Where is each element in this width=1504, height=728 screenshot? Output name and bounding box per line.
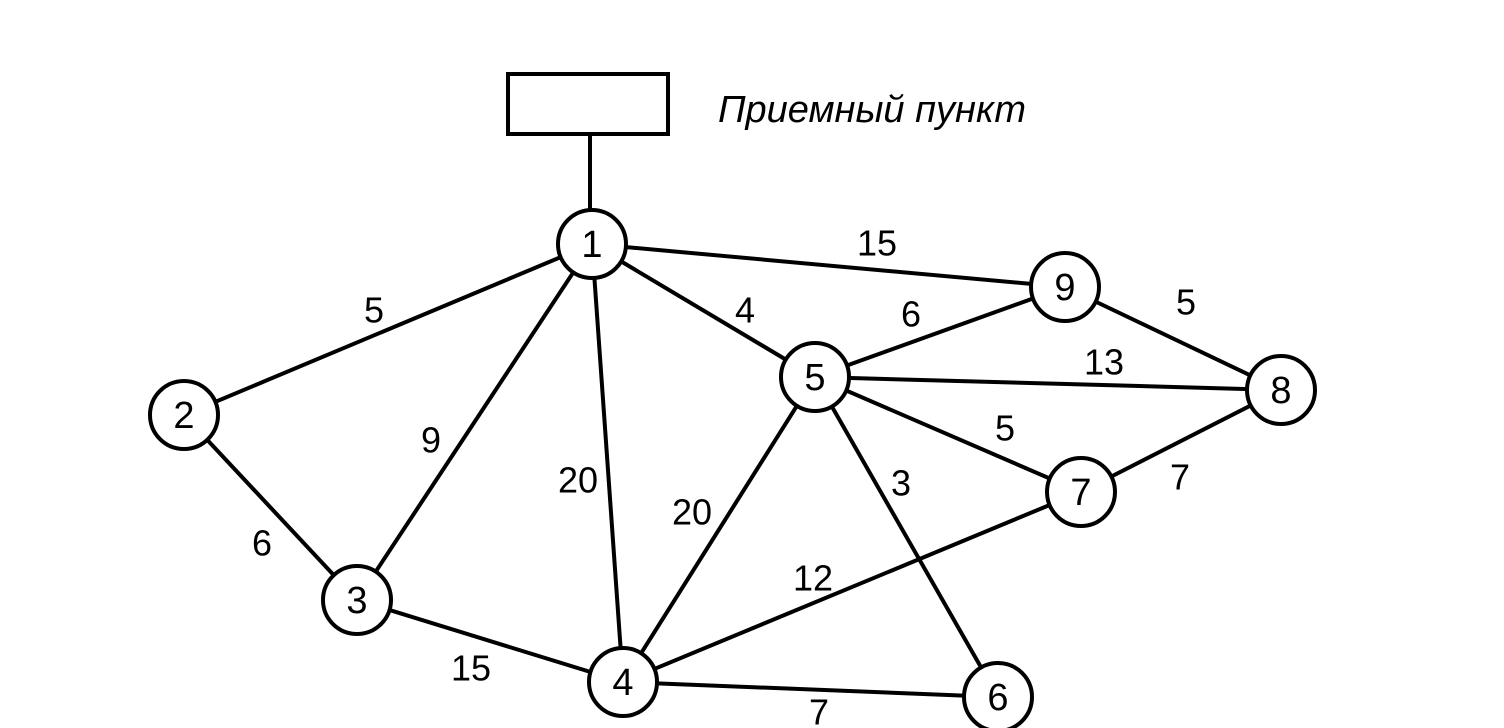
node-7: 7 — [1045, 456, 1117, 528]
edge-5-7 — [813, 375, 1083, 494]
node-9: 9 — [1029, 251, 1101, 323]
node-4: 4 — [587, 646, 659, 718]
edge-1-9 — [590, 242, 1067, 289]
node-circle-2 — [148, 379, 220, 451]
node-6: 6 — [962, 661, 1034, 728]
edge-9-8 — [1063, 285, 1283, 392]
edge-1-4 — [590, 242, 625, 684]
node-label-7: 7 — [1070, 472, 1091, 514]
node-label-9: 9 — [1054, 267, 1075, 309]
edge-5-8 — [813, 375, 1283, 392]
edge-3-4 — [355, 598, 625, 684]
edges-layer — [182, 242, 1283, 699]
edge-4-6 — [621, 680, 1000, 699]
edge-weight-4-6: 7 — [809, 692, 829, 728]
node-label-1: 1 — [581, 224, 602, 266]
edge-5-6 — [813, 375, 1000, 699]
node-circle-1 — [556, 208, 628, 280]
node-3: 3 — [321, 564, 393, 636]
node-circle-8 — [1245, 354, 1317, 426]
edge-weight-1-9: 15 — [857, 223, 897, 264]
node-circle-3 — [321, 564, 393, 636]
edge-weight-5-9: 6 — [901, 294, 921, 335]
edge-weight-1-3: 9 — [421, 420, 441, 461]
node-circle-6 — [962, 661, 1034, 728]
node-circle-5 — [779, 341, 851, 413]
edge-weight-4-7: 12 — [793, 558, 833, 599]
node-label-8: 8 — [1270, 370, 1291, 412]
node-2: 2 — [148, 379, 220, 451]
edge-2-3 — [182, 413, 359, 602]
edge-7-8 — [1079, 388, 1283, 494]
edge-weight-9-8: 5 — [1176, 282, 1196, 323]
node-8: 8 — [1245, 354, 1317, 426]
edge-weight-1-4: 20 — [558, 460, 598, 501]
edge-5-9 — [813, 285, 1067, 379]
edge-weight-3-4: 15 — [451, 648, 491, 689]
node-label-4: 4 — [612, 662, 633, 704]
edge-1-5 — [590, 242, 817, 379]
edge-weight-1-5: 4 — [735, 290, 755, 331]
receiving-point-box — [506, 72, 670, 136]
edge-weight-5-7: 5 — [995, 408, 1015, 449]
node-label-5: 5 — [804, 357, 825, 399]
edge-weight-4-5: 20 — [672, 492, 712, 533]
node-label-2: 2 — [173, 395, 194, 437]
node-circle-7 — [1045, 456, 1117, 528]
node-5: 5 — [779, 341, 851, 413]
receiving-point-group: Приемный пункт — [506, 72, 1026, 212]
edge-weight-5-6: 3 — [891, 463, 911, 504]
edge-4-5 — [621, 375, 817, 684]
edge-weight-7-8: 7 — [1170, 457, 1190, 498]
node-label-6: 6 — [987, 677, 1008, 719]
edge-4-7 — [621, 490, 1083, 684]
edge-1-3 — [355, 242, 594, 602]
node-label-3: 3 — [346, 580, 367, 622]
edge-weight-5-8: 13 — [1084, 342, 1124, 383]
edge-weight-2-3: 6 — [252, 523, 272, 564]
edge-weight-1-2: 5 — [364, 290, 384, 331]
edge-1-2 — [182, 242, 594, 417]
node-circle-4 — [587, 646, 659, 718]
node-1: 1 — [556, 208, 628, 280]
node-circle-9 — [1029, 251, 1101, 323]
receiving-point-label: Приемный пункт — [718, 89, 1026, 131]
